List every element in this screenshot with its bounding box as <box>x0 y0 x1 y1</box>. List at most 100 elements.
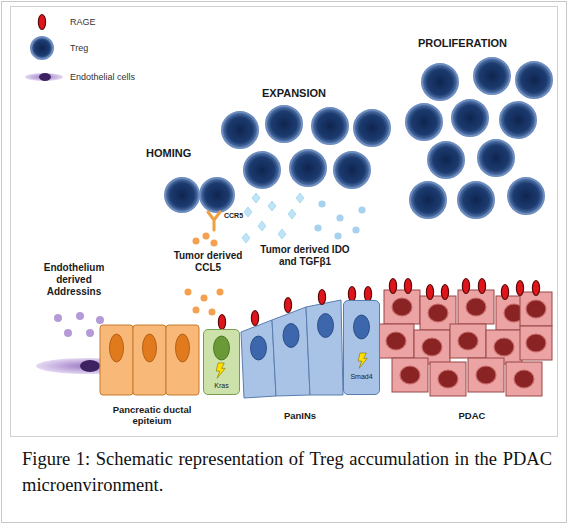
treg-cell <box>478 140 514 176</box>
legend-text: Treg <box>70 43 88 53</box>
addressin-molecule <box>64 329 72 337</box>
rage-receptor <box>501 285 508 300</box>
pdac-nucleus <box>428 304 448 322</box>
treg-cell <box>200 178 234 212</box>
stage-label: PanINs <box>268 410 332 421</box>
treg-cell <box>334 152 370 188</box>
rage-receptor <box>404 279 411 294</box>
legend: RAGE TregEndothelial cells <box>24 10 135 92</box>
stage-title: PROLIFERATION <box>418 37 538 50</box>
rage-receptor <box>284 298 291 313</box>
pdac-nucleus <box>494 338 514 356</box>
pdac-cell <box>458 290 494 324</box>
panin-nucleus <box>251 336 267 360</box>
treg-cell <box>266 106 302 142</box>
panin-nucleus <box>318 314 334 338</box>
treg-cell <box>31 37 53 59</box>
panin-cell <box>241 320 276 398</box>
stage-label: Pancreatic ductal epiteium <box>104 404 200 427</box>
pdac-cell <box>520 292 552 326</box>
tgfb1-molecule <box>318 200 325 207</box>
ductal-nucleus <box>176 334 190 362</box>
treg-cell <box>312 108 348 144</box>
ccl5-molecule <box>203 233 210 240</box>
addressin-molecule <box>76 312 84 320</box>
addressin-molecule <box>86 329 94 337</box>
figure-caption: Figure 1: Schematic representation of Tr… <box>22 446 552 499</box>
pdac-nucleus <box>476 366 496 384</box>
treg-cell <box>222 112 258 148</box>
legend-item: RAGE <box>24 10 135 34</box>
legend-item: Treg <box>24 34 135 62</box>
molecule-label: Tumor derived IDO and TGFβ1 <box>256 244 354 268</box>
ccl5-molecule <box>201 295 208 302</box>
ductal-nucleus <box>110 334 124 362</box>
pdac-nucleus <box>438 370 458 388</box>
pdac-nucleus <box>422 338 442 356</box>
legend-item: Endothelial cells <box>24 62 135 92</box>
ccl5-molecule <box>193 307 200 314</box>
treg-cell <box>428 142 464 178</box>
ido-molecule <box>296 193 304 203</box>
ccl5-molecule <box>217 289 224 296</box>
rage-receptor <box>532 281 539 296</box>
pdac-nucleus <box>466 298 486 316</box>
pdac-nucleus <box>514 370 534 388</box>
tgfb1-molecule <box>358 206 365 213</box>
pdac-cell <box>378 324 414 358</box>
pdac-cell <box>506 362 542 396</box>
panin-nucleus <box>283 324 299 348</box>
ccr5-receptor <box>208 212 220 230</box>
endothelial-cell <box>25 73 63 81</box>
stage-title: HOMING <box>146 147 236 160</box>
treg-cell <box>406 104 442 140</box>
smad4-mutant-cell: Smad4 <box>343 300 380 395</box>
rage-receptor <box>218 315 225 330</box>
ido-molecule <box>258 221 266 231</box>
legend-swatch <box>24 62 68 92</box>
treg-cell <box>458 182 494 218</box>
ccl5-molecule <box>193 238 200 245</box>
treg-cell <box>500 102 536 138</box>
ccl5-molecule <box>185 289 192 296</box>
mutation-bolt <box>358 353 367 368</box>
cell-nucleus <box>354 315 370 339</box>
mutation-bolt <box>216 363 225 378</box>
ductal-nucleus <box>143 334 157 362</box>
stage-label: PDAC <box>440 410 504 421</box>
ido-molecule <box>288 209 296 219</box>
pdac-cell <box>384 290 420 324</box>
ido-molecule <box>252 193 260 203</box>
rage-receptor <box>318 290 325 305</box>
treg-cell <box>474 58 510 94</box>
treg-cell <box>290 150 326 186</box>
legend-text: RAGE <box>70 17 96 27</box>
ido-molecule <box>244 207 252 217</box>
panin-cell <box>306 300 343 395</box>
addressin-molecule <box>54 314 62 322</box>
pdac-cell <box>392 358 428 392</box>
pdac-nucleus <box>400 366 420 384</box>
pdac-nucleus <box>392 298 412 316</box>
tgfb1-molecule <box>352 226 359 233</box>
endothelial-nucleus <box>80 360 100 372</box>
legend-swatch <box>24 34 68 62</box>
legend-swatch <box>24 10 68 34</box>
pdac-cell <box>520 326 552 360</box>
figure-frame <box>11 7 558 437</box>
cell-decoration <box>344 301 381 396</box>
pdac-nucleus <box>526 300 546 318</box>
pdac-cell <box>468 358 504 392</box>
ductal-cell <box>133 325 166 395</box>
tgfb1-molecule <box>334 232 341 239</box>
molecule-label: Endothelium derived Addressins <box>28 262 120 298</box>
ccl5-molecule <box>211 240 218 247</box>
pdac-nucleus <box>386 332 406 350</box>
rage-receptor <box>478 279 485 294</box>
ductal-cell <box>100 325 133 395</box>
pdac-cell <box>430 362 466 396</box>
tgfb1-molecule <box>336 214 343 221</box>
rage-receptor <box>426 285 433 300</box>
